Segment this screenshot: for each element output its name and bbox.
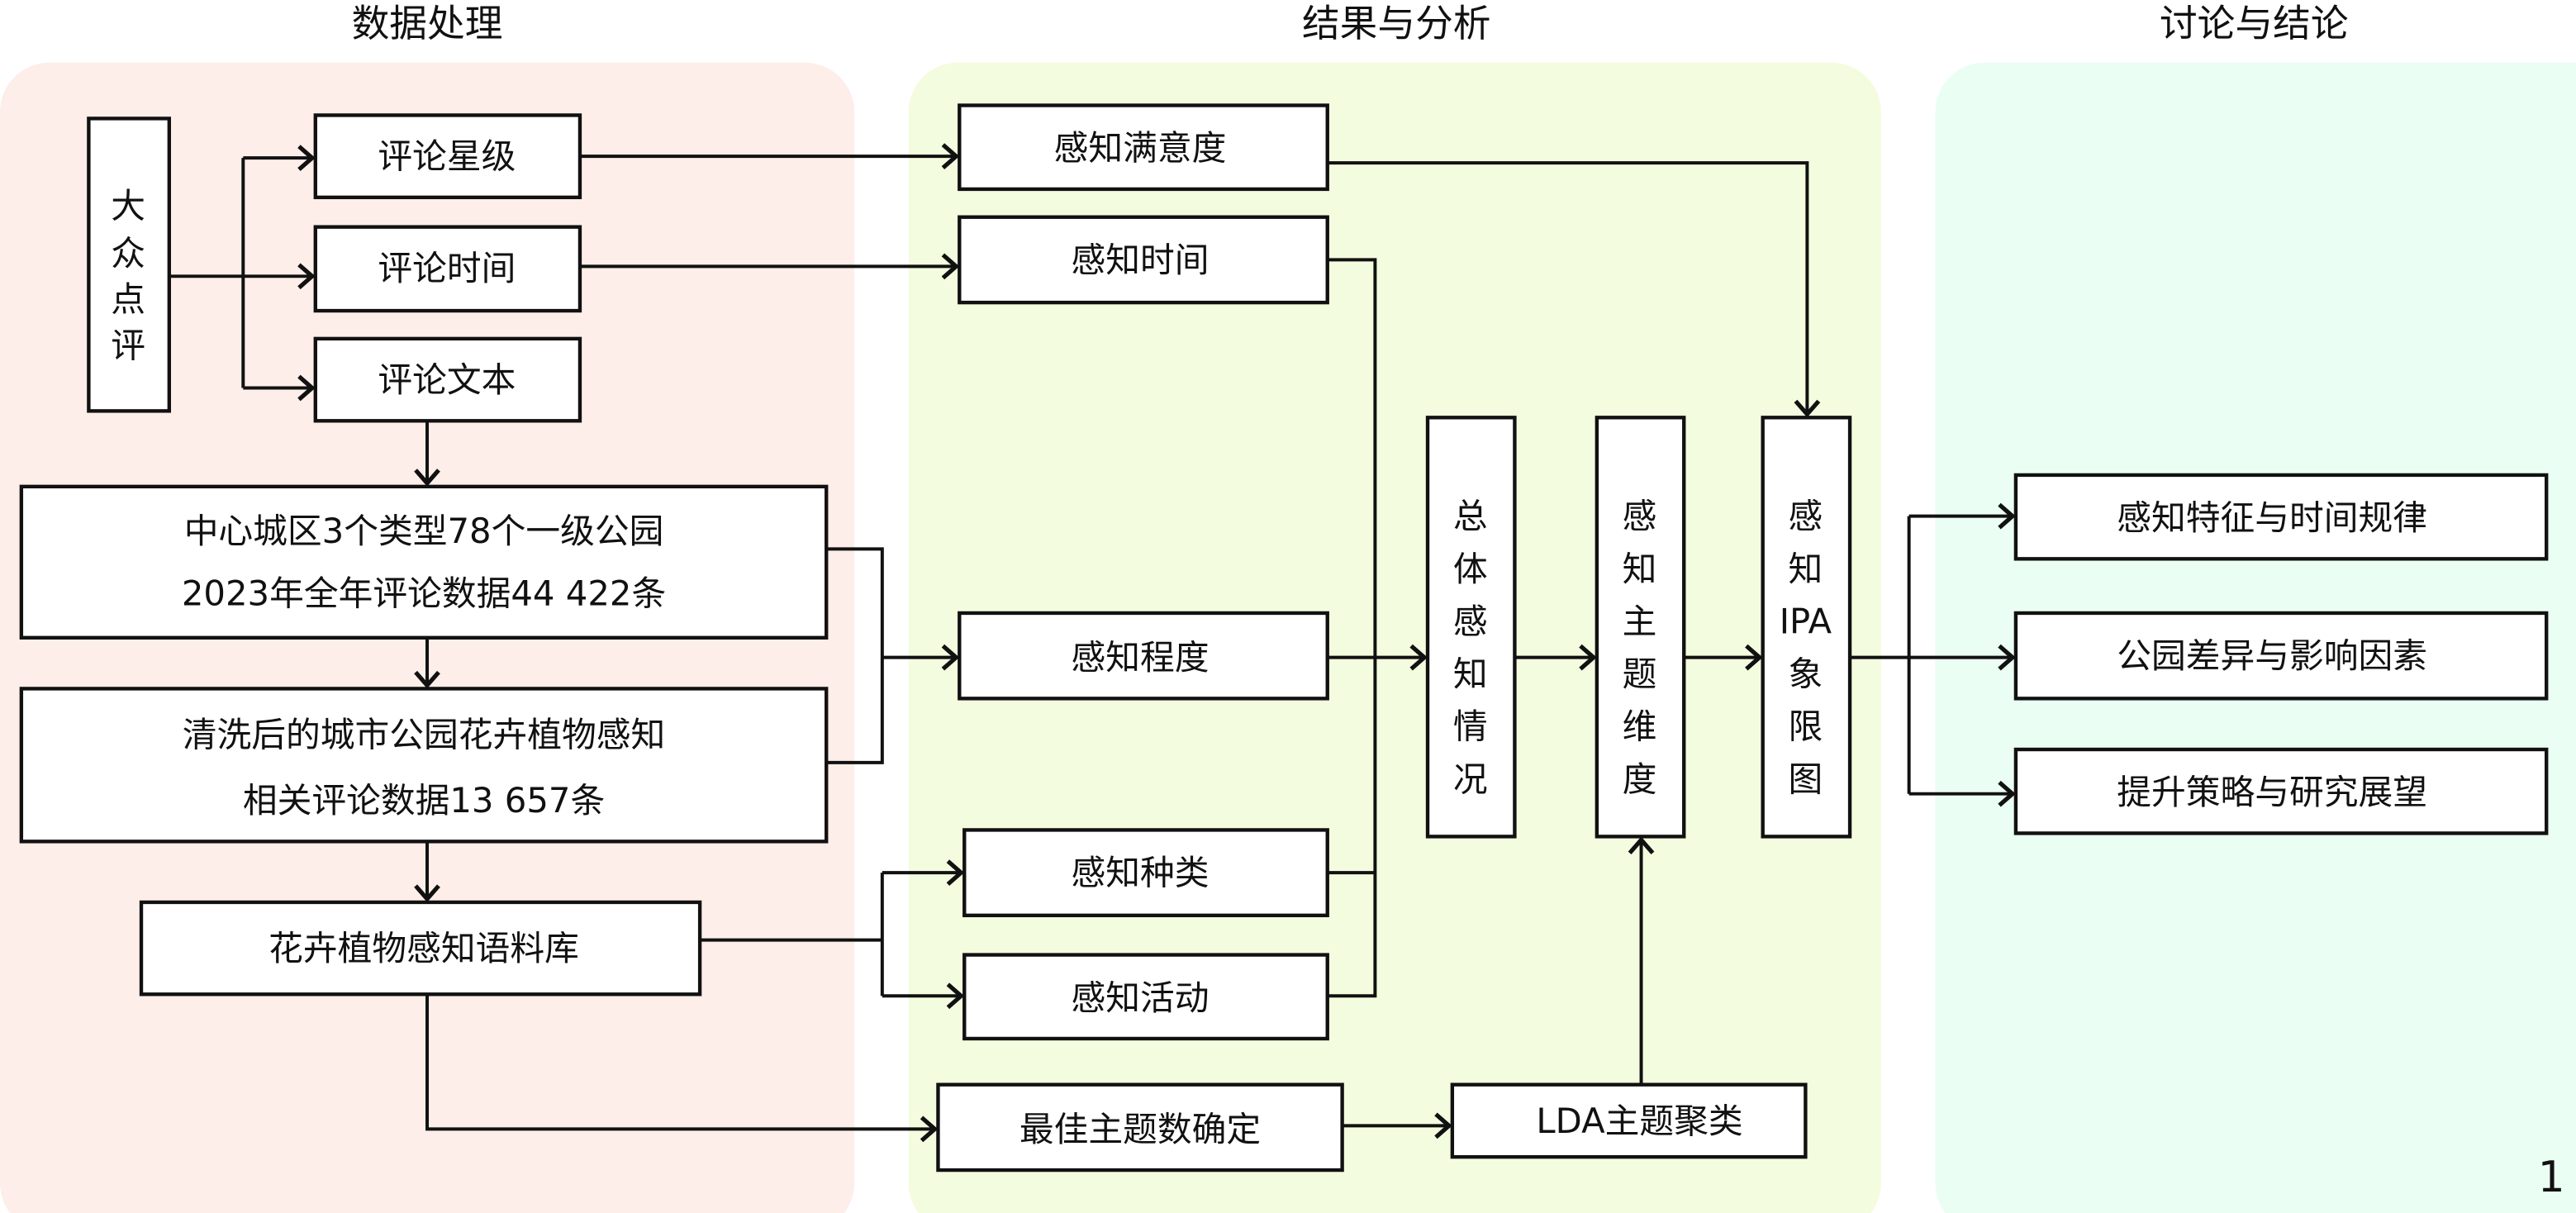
conclusion-label-1: 感知特征与时间规律: [2117, 497, 2427, 538]
panel-results-analysis: [908, 62, 1881, 1213]
ipa-quadrant-label-char: 知: [1789, 549, 1823, 589]
theme-dimensions-label-char: 主: [1623, 601, 1657, 641]
corpus-label: 花卉植物感知语料库: [269, 928, 579, 968]
ipa-quadrant-label-char: 限: [1789, 706, 1823, 747]
ipa-quadrant-box[interactable]: 感知 IPA 象限图: [1761, 416, 1852, 839]
corpus-box[interactable]: 花卉植物感知语料库: [139, 900, 702, 997]
overall-perception-label-char: 知: [1453, 654, 1488, 694]
theme-dimensions-label-char: 感: [1623, 496, 1657, 536]
perceived-species-box[interactable]: 感知种类: [962, 828, 1329, 918]
perceived-time-box[interactable]: 感知时间: [958, 215, 1329, 305]
theme-dimensions-label-char: 维: [1623, 706, 1657, 747]
perceived-degree-box[interactable]: 感知程度: [958, 611, 1329, 701]
perceived-activity-label: 感知活动: [1072, 978, 1210, 1018]
raw-data-box[interactable]: 中心城区3个类型78个一级公园 2023年全年评论数据44 422条: [19, 484, 829, 640]
theme-dimensions-label-char: 度: [1623, 759, 1657, 799]
conclusion-box-3[interactable]: 提升策略与研究展望: [2013, 747, 2549, 835]
perceived-degree-label: 感知程度: [1072, 637, 1210, 678]
page-number: 1: [2538, 1153, 2565, 1202]
lda-clustering-label: LDA主题聚类: [1536, 1101, 1742, 1141]
overall-perception-label-char: 总: [1453, 496, 1488, 536]
conclusion-label-2: 公园差异与影响因素: [2117, 635, 2427, 676]
review-time-label: 评论时间: [378, 248, 516, 288]
overall-perception-label-char: 体: [1453, 549, 1488, 589]
raw-data-line2: 2023年全年评论数据44 422条: [182, 573, 666, 614]
raw-data-line1: 中心城区3个类型78个一级公园: [184, 511, 664, 551]
connectors: [169, 143, 2016, 1143]
conclusion-box-1[interactable]: 感知特征与时间规律: [2013, 473, 2549, 561]
ipa-quadrant-label-char: 感: [1789, 496, 1823, 536]
cleaned-data-box[interactable]: 清洗后的城市公园花卉植物感知 相关评论数据13 657条: [19, 687, 829, 844]
overall-perception-label-char: 感: [1453, 601, 1488, 641]
overall-perception-label-char: 情: [1453, 706, 1488, 747]
best-topic-number-box[interactable]: 最佳主题数确定: [936, 1082, 1344, 1173]
source-label-char: 众: [111, 233, 145, 274]
ipa-quadrant-label-char: IPA: [1780, 601, 1832, 641]
theme-dimensions-label-char: 知: [1623, 549, 1657, 589]
source-label-char: 大: [111, 185, 145, 226]
ipa-quadrant-label-char: 图: [1789, 759, 1823, 799]
review-stars-label: 评论星级: [378, 136, 516, 177]
review-text-box[interactable]: 评论文本: [313, 336, 582, 423]
theme-dimensions-label-char: 题: [1623, 654, 1657, 694]
ipa-quadrant-label-char: 象: [1789, 654, 1823, 694]
source-box[interactable]: 大 众 点 评: [87, 117, 172, 413]
review-stars-box[interactable]: 评论星级: [313, 113, 582, 200]
perceived-time-label: 感知时间: [1072, 240, 1210, 280]
conclusion-box-2[interactable]: 公园差异与影响因素: [2013, 611, 2549, 701]
conclusion-label-3: 提升策略与研究展望: [2117, 772, 2427, 812]
best-topic-number-label: 最佳主题数确定: [1019, 1109, 1261, 1149]
source-label-char: 评: [111, 325, 145, 365]
review-time-box[interactable]: 评论时间: [313, 225, 582, 313]
cleaned-data-line1: 清洗后的城市公园花卉植物感知: [183, 715, 666, 755]
section-title-results-analysis: 结果与分析: [1302, 2, 1491, 45]
perceived-activity-box[interactable]: 感知活动: [962, 953, 1329, 1041]
lda-clustering-box[interactable]: LDA主题聚类: [1450, 1082, 1808, 1159]
satisfaction-label: 感知满意度: [1054, 128, 1227, 169]
overall-perception-label-char: 况: [1453, 759, 1488, 799]
review-text-label: 评论文本: [378, 359, 516, 400]
cleaned-data-line2: 相关评论数据13 657条: [243, 780, 605, 821]
section-title-discussion-conclusion: 讨论与结论: [2160, 2, 2349, 45]
perceived-species-label: 感知种类: [1072, 853, 1210, 893]
source-label-char: 点: [111, 279, 145, 320]
section-title-data-processing: 数据处理: [352, 2, 503, 45]
satisfaction-box[interactable]: 感知满意度: [958, 103, 1329, 192]
